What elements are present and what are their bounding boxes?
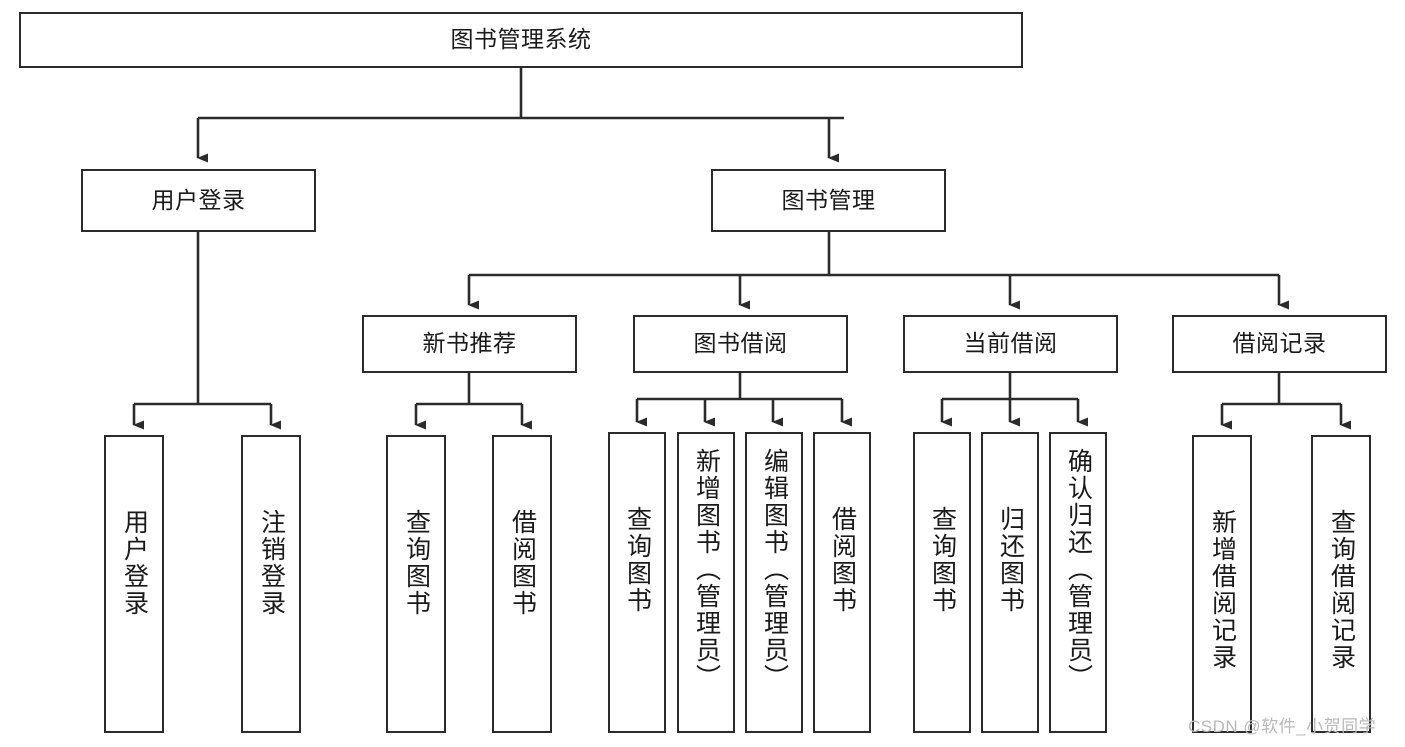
node-book-borrow-label: 图书借阅 [693, 330, 788, 357]
node-book-borrow[interactable]: 图书借阅 [633, 315, 848, 373]
node-leaf-confirm-return-label: 确认归还（管理员） [1064, 448, 1093, 691]
node-new-book-recommend-label: 新书推荐 [422, 330, 517, 357]
watermark-text: CSDN @软件_小贺同学 [1188, 717, 1377, 736]
node-leaf-user-login[interactable]: 用户登录 [104, 435, 164, 733]
node-borrow-record[interactable]: 借阅记录 [1172, 315, 1387, 373]
node-leaf-query-book-3-label: 查询图书 [928, 506, 957, 614]
node-current-borrow-label: 当前借阅 [963, 330, 1058, 357]
node-leaf-logout[interactable]: 注销登录 [241, 435, 301, 733]
node-leaf-confirm-return[interactable]: 确认归还（管理员） [1049, 432, 1107, 733]
node-root[interactable]: 图书管理系统 [19, 12, 1023, 68]
node-leaf-borrow-book-2-label: 借阅图书 [828, 506, 857, 614]
node-leaf-query-book-3[interactable]: 查询图书 [913, 432, 971, 733]
node-book-management[interactable]: 图书管理 [711, 169, 946, 232]
node-new-book-recommend[interactable]: 新书推荐 [362, 315, 577, 373]
node-leaf-user-login-label: 用户登录 [120, 509, 149, 617]
node-leaf-add-book-label: 新增图书（管理员） [692, 448, 721, 691]
node-user-login[interactable]: 用户登录 [81, 169, 316, 232]
node-leaf-query-book-1[interactable]: 查询图书 [386, 435, 446, 733]
node-leaf-add-record[interactable]: 新增借阅记录 [1192, 435, 1252, 733]
node-leaf-query-record[interactable]: 查询借阅记录 [1311, 435, 1371, 733]
node-leaf-query-book-2-label: 查询图书 [623, 506, 652, 614]
node-borrow-record-label: 借阅记录 [1232, 330, 1327, 357]
node-user-login-label: 用户登录 [151, 186, 246, 213]
node-leaf-add-book[interactable]: 新增图书（管理员） [677, 432, 735, 733]
node-leaf-logout-label: 注销登录 [257, 509, 286, 617]
node-leaf-borrow-book-2[interactable]: 借阅图书 [813, 432, 871, 733]
node-leaf-add-record-label: 新增借阅记录 [1208, 509, 1237, 671]
node-root-label: 图书管理系统 [450, 26, 592, 53]
node-leaf-borrow-book-1-label: 借阅图书 [508, 509, 537, 617]
node-leaf-edit-book-label: 编辑图书（管理员） [760, 448, 789, 691]
node-book-management-label: 图书管理 [781, 186, 876, 213]
node-current-borrow[interactable]: 当前借阅 [903, 315, 1118, 373]
node-leaf-query-book-1-label: 查询图书 [402, 509, 431, 617]
node-leaf-query-book-2[interactable]: 查询图书 [608, 432, 666, 733]
node-leaf-edit-book[interactable]: 编辑图书（管理员） [745, 432, 803, 733]
node-leaf-query-record-label: 查询借阅记录 [1327, 509, 1356, 671]
node-leaf-return-book[interactable]: 归还图书 [981, 432, 1039, 733]
node-leaf-return-book-label: 归还图书 [996, 506, 1025, 614]
node-leaf-borrow-book-1[interactable]: 借阅图书 [492, 435, 552, 733]
